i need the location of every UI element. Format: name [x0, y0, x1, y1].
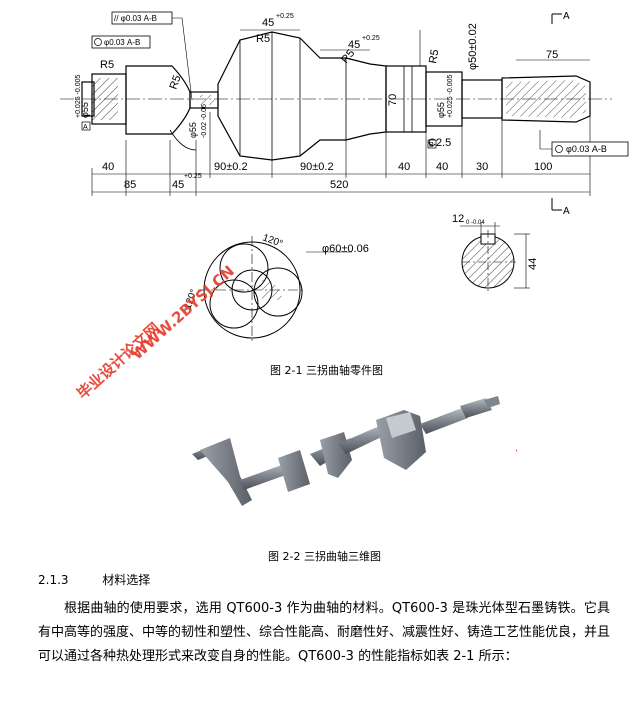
- dim-45-top1: 45: [262, 17, 274, 29]
- gdt-parallel: // φ0.03 A-B: [114, 14, 157, 23]
- dim-bottom-85: 85: [124, 179, 136, 191]
- section-title: 材料选择: [102, 573, 151, 587]
- crankshaft-3d-render: [170, 380, 516, 538]
- section-number: 2.1.3: [38, 573, 69, 587]
- angle-120-top: 120°: [261, 232, 284, 249]
- gdt-runout-right: φ0.03 A-B: [566, 144, 607, 154]
- datum-a: A: [83, 124, 88, 131]
- dim-d60: φ60±0.06: [322, 243, 369, 255]
- crank-angle-view: [198, 236, 352, 344]
- dim-r5-left: R5: [100, 59, 114, 71]
- dim-bottom-40a: 40: [102, 161, 114, 173]
- figure-caption-2-2: 图 2-2 三拐曲轴三维图: [268, 550, 381, 563]
- dim-45-top1-tol: +0.25: [276, 13, 294, 20]
- dim-bottom-45-tol: +0.25: [184, 173, 202, 180]
- dim-d55-mid-tol: -0.02 -0.06: [201, 104, 208, 138]
- dim-bottom-90b: 90±0.2: [300, 161, 334, 173]
- dim-key-12-tol: 0 -0.04: [466, 220, 485, 226]
- dim-75: 75: [546, 49, 558, 61]
- dim-d55-right-tol: +0.025 -0.005: [447, 74, 454, 118]
- dim-d55-left: φ55: [80, 102, 90, 118]
- dim-bottom-90a: 90±0.2: [214, 161, 248, 173]
- dim-key-12: 12: [452, 213, 464, 225]
- section-marker-bottom: A: [563, 206, 570, 217]
- dim-bottom-40c: 40: [436, 161, 448, 173]
- section-marker-top: A: [563, 11, 570, 22]
- dim-bottom-520: 520: [330, 179, 348, 191]
- crankshaft-part-drawing: A A // φ0.03 A-B φ0.03 A-B φ0.03 A-B A B…: [60, 11, 629, 344]
- dim-45-top2-tol: +0.25: [362, 35, 380, 42]
- body-paragraph: 根据曲轴的使用要求，选用 QT600-3 作为曲轴的材料。QT600-3 是珠光…: [38, 601, 611, 664]
- figure-caption-2-1: 图 2-1 三拐曲轴零件图: [270, 364, 383, 377]
- dim-c25: C2.5: [428, 137, 451, 149]
- dim-key-44: 44: [527, 258, 539, 270]
- dim-r5-left2: R5: [168, 74, 184, 91]
- dim-bottom-40b: 40: [398, 161, 410, 173]
- dim-d55-left-tol: +0.025 -0.005: [75, 74, 82, 118]
- datum-b: B: [429, 142, 434, 149]
- dim-45-top2: 45: [348, 39, 360, 51]
- dim-r5-right: R5: [427, 49, 441, 65]
- gdt-runout-left: φ0.03 A-B: [104, 38, 140, 47]
- dim-bottom-100: 100: [534, 161, 552, 173]
- dim-r5-top: R5: [256, 33, 270, 45]
- section-heading: 2.1.3 材料选择: [38, 571, 150, 588]
- dim-d55-mid: φ55: [188, 122, 198, 138]
- key-section-view: [460, 222, 530, 294]
- dim-bottom-30: 30: [476, 161, 488, 173]
- dim-bottom-45: 45: [172, 179, 184, 191]
- dim-d55-right: φ55: [436, 102, 446, 118]
- dim-70: 70: [387, 94, 399, 106]
- dim-d50: φ50±0.02: [467, 23, 479, 70]
